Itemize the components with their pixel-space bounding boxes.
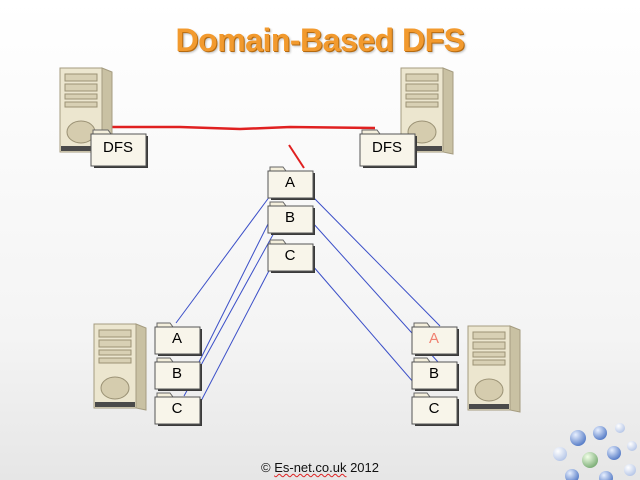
left-folder-a: A bbox=[154, 321, 202, 356]
folder-icon bbox=[154, 392, 202, 426]
footer-year: 2012 bbox=[346, 460, 379, 475]
footer-site: Es-net.co.uk bbox=[274, 460, 347, 475]
link-root-c-to-right-b bbox=[311, 264, 415, 384]
folder-icon bbox=[359, 129, 417, 168]
folder-label: A bbox=[284, 174, 295, 191]
dfs-folder-label: DFS bbox=[103, 139, 133, 156]
dfs-link-line bbox=[112, 125, 376, 131]
dfs-folder-label: DFS bbox=[372, 139, 402, 156]
server-tower-icon bbox=[93, 323, 147, 411]
folder-label: B bbox=[171, 365, 182, 382]
server-top-right bbox=[397, 66, 457, 156]
folder-icon bbox=[154, 322, 202, 356]
folder-icon bbox=[411, 322, 459, 356]
dfs-root-link-line bbox=[288, 144, 305, 169]
left-folder-c: C bbox=[154, 391, 202, 426]
copyright-symbol: © bbox=[260, 460, 275, 475]
server-bottom-right bbox=[464, 324, 524, 414]
folder-icon bbox=[154, 357, 202, 391]
folder-icon bbox=[90, 129, 148, 168]
dfs-folder-right: DFS bbox=[359, 128, 417, 168]
root-folder-c: C bbox=[267, 238, 315, 273]
folder-label-highlight: A bbox=[428, 330, 439, 347]
slide-title: Domain-Based DFS bbox=[175, 22, 465, 58]
folder-label: B bbox=[428, 365, 439, 382]
root-folder-b: B bbox=[267, 200, 315, 235]
link-root-a-to-left-a bbox=[175, 195, 271, 324]
dfs-folder-left: DFS bbox=[90, 128, 148, 168]
folder-label: C bbox=[171, 400, 183, 417]
folder-icon bbox=[411, 392, 459, 426]
link-root-a-to-right-a bbox=[311, 195, 441, 327]
root-folder-a: A bbox=[267, 165, 315, 200]
server-bottom-left bbox=[90, 322, 150, 412]
folder-icon bbox=[267, 201, 315, 235]
folder-label: C bbox=[428, 400, 440, 417]
folder-label: B bbox=[284, 209, 295, 226]
server-tower-icon bbox=[400, 67, 454, 155]
decorative-balls-icon bbox=[553, 423, 637, 480]
right-folder-c: C bbox=[411, 391, 459, 426]
right-folder-a: A bbox=[411, 321, 459, 356]
left-folder-b: B bbox=[154, 356, 202, 391]
folder-icon bbox=[411, 357, 459, 391]
folder-icon bbox=[267, 166, 315, 200]
folder-label: C bbox=[284, 247, 296, 264]
link-root-c-to-left-c bbox=[199, 264, 273, 404]
link-root-b-to-left-b bbox=[198, 219, 271, 363]
folder-label: A bbox=[171, 330, 182, 347]
footer-copyright: © Es-net.co.uk 2012 bbox=[0, 460, 640, 475]
server-tower-icon bbox=[467, 325, 521, 413]
right-folder-b: B bbox=[411, 356, 459, 391]
folder-icon bbox=[267, 239, 315, 273]
